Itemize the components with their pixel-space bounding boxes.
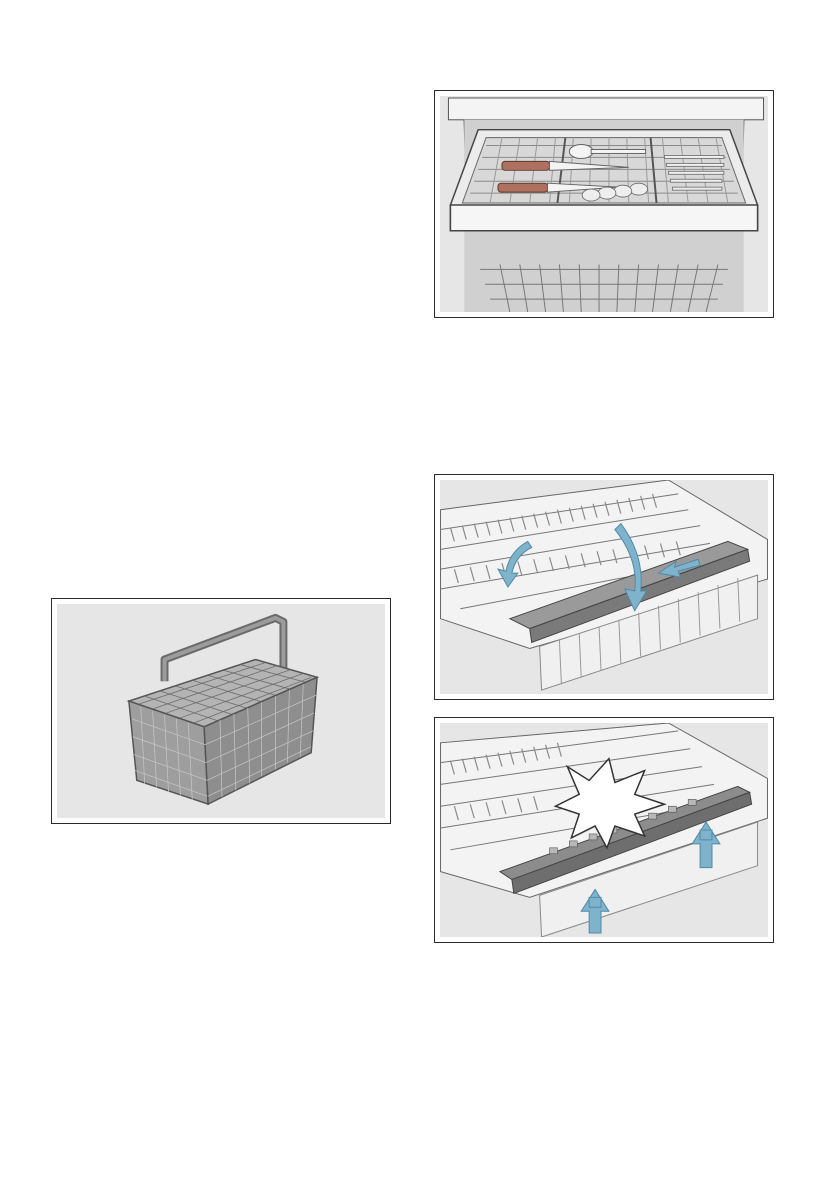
cutlery-basket-illustration: [57, 604, 385, 818]
cutlery-drawer-panel: [440, 96, 768, 312]
lift-rack-figure: [434, 717, 774, 943]
fold-rack-figure: [434, 474, 774, 700]
cutlery-basket-figure: [51, 598, 391, 824]
fold-down-rack-illustration: [440, 480, 768, 694]
lift-rack-panel: [440, 723, 768, 937]
cutlery-drawer-illustration: [440, 96, 768, 312]
lift-rack-illustration: [440, 723, 768, 937]
fold-rack-panel: [440, 480, 768, 694]
cutlery-drawer-figure: [434, 90, 774, 318]
cutlery-basket-panel: [57, 604, 385, 818]
